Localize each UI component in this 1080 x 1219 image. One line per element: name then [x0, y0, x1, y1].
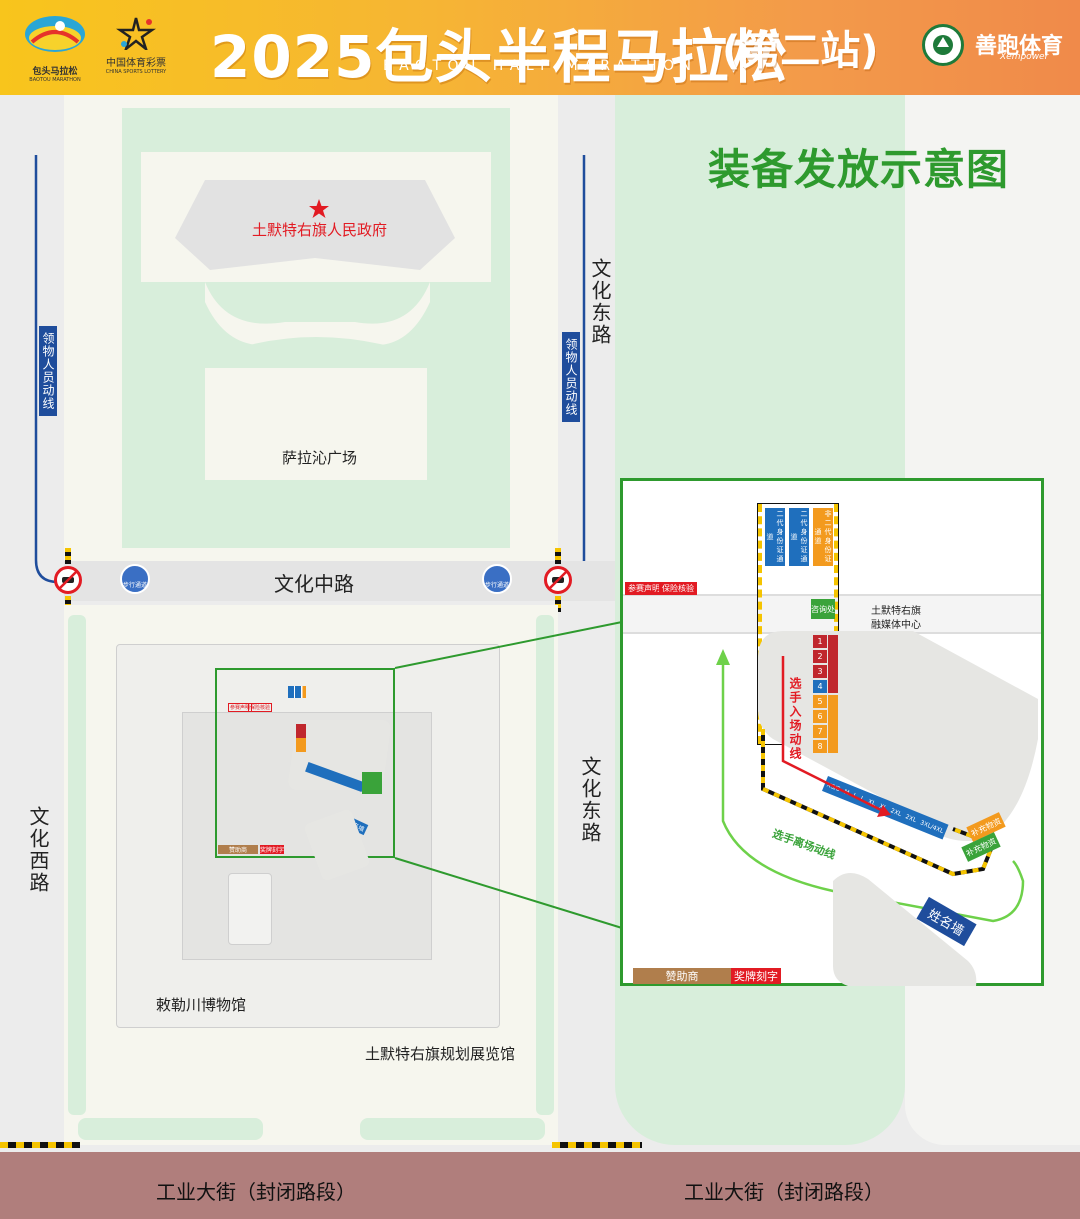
- barrier: [555, 596, 561, 612]
- stall-2: 2: [813, 650, 827, 663]
- footer-road-right: 工业大街（封闭路段）: [684, 1180, 884, 1204]
- stall-side-orange: [828, 695, 838, 753]
- stall-8: 8: [813, 740, 827, 753]
- lane-enclosure: [757, 503, 839, 745]
- wenhua-east-label-upper: 文化东路: [588, 258, 612, 346]
- route-sign-right: 领物人员动线: [562, 332, 580, 422]
- lottery-sub: CHINA SPORTS LOTTERY: [105, 69, 167, 75]
- museum-green-right: [536, 615, 554, 1115]
- entry-route-arrow: [781, 656, 891, 817]
- government-star-icon: [309, 199, 329, 218]
- stall-5: 5: [813, 695, 827, 708]
- inset-lower-building: [833, 872, 977, 986]
- exhibition-label: 土默特右旗规划展览馆: [365, 1045, 516, 1063]
- stall-6: 6: [813, 710, 827, 723]
- walk-pin-right: [482, 564, 512, 594]
- inset-tag-2: 保险核验: [659, 582, 697, 595]
- wenhua-west-label: 文化西路: [26, 806, 50, 894]
- baotou-marathon-logo: 包头马拉松 BAOTOU MARATHON: [20, 12, 90, 83]
- walk-pin-left: [120, 564, 150, 594]
- plaza-court: [205, 368, 427, 480]
- mini-engrave: 奖牌刻字: [260, 845, 285, 854]
- no-car-icon: [54, 566, 82, 594]
- footer-road-left: 工业大街（封闭路段）: [156, 1180, 356, 1204]
- mini-layout-box: [215, 668, 395, 858]
- stall-side-red: [828, 635, 838, 693]
- partner-logo: 善跑体育: [975, 34, 1064, 59]
- footer-barrier-right: [552, 1142, 642, 1148]
- barrier: [65, 596, 71, 612]
- museum-green-bottom-left: [78, 1118, 263, 1140]
- consult-desk: 咨询处: [811, 599, 835, 619]
- stall-1: 1: [813, 635, 827, 648]
- lane-2: 二代身份证通道: [789, 508, 809, 566]
- walk-pin-right-label: 步行通道: [485, 582, 510, 589]
- mini-lanes: [288, 686, 306, 698]
- partner-emblem-icon: [922, 24, 964, 66]
- baotou-logo-sub: BAOTOU MARATHON: [29, 77, 81, 83]
- lottery-label: 中国体育彩票: [106, 58, 166, 69]
- wenhua-east-label-lower: 文化东路: [578, 756, 602, 844]
- mini-sponsor: 赞助商: [218, 845, 258, 854]
- footer-road: [0, 1152, 1080, 1219]
- stall-3: 3: [813, 665, 827, 678]
- exit-route-arrow: [716, 649, 1025, 923]
- museum-green-left: [68, 615, 86, 1115]
- inset-detail: 参赛声明 保险核验 二代身份证通道 二代身份证通道 非二代身份证通道 咨询处 土…: [620, 478, 1044, 986]
- route-sign-left: 领物人员动线: [39, 326, 57, 416]
- plaza-terrace: [205, 282, 430, 352]
- wenhua-middle-label: 文化中路: [274, 572, 354, 596]
- museum-label: 敕勒川博物馆: [156, 996, 247, 1014]
- stall-7: 7: [813, 725, 827, 738]
- government-building: [175, 180, 455, 270]
- government-label: 土默特右旗人民政府: [252, 221, 388, 239]
- museum-annex: [228, 873, 272, 945]
- stall-4: 4: [813, 680, 827, 693]
- entry-route-label: 选手入场动线: [788, 677, 802, 761]
- mini-stalls: [296, 724, 306, 752]
- barrier: [555, 548, 561, 564]
- media-center-2: 融媒体中心: [871, 620, 921, 631]
- sports-lottery-logo: 中国体育彩票 CHINA SPORTS LOTTERY: [100, 16, 172, 76]
- barrier: [65, 548, 71, 564]
- media-center-1: 土默特右旗: [871, 606, 921, 617]
- partner-logo-sub: Xempower: [1000, 52, 1049, 62]
- lottery-star-icon: [116, 17, 156, 53]
- map-heading: 装备发放示意图: [708, 145, 1010, 194]
- header-banner: [0, 0, 1080, 95]
- sponsor-area: 赞助商: [633, 968, 731, 984]
- mini-tag-1: 参赛声明: [228, 703, 253, 712]
- mini-finisher: [362, 772, 382, 794]
- mini-tag-2: 保险核验: [248, 703, 273, 712]
- event-stage: (第二站): [722, 28, 879, 74]
- plaza-label: 萨拉沁广场: [282, 449, 358, 467]
- museum-green-bottom-right: [360, 1118, 545, 1140]
- event-title-en: BAOTOU HALF MARATHON: [383, 58, 698, 74]
- footer-barrier-left: [0, 1142, 80, 1148]
- no-car-icon: [544, 566, 572, 594]
- event-title: 2025包头半程马拉松: [210, 23, 789, 91]
- walk-pin-left-label: 步行通道: [123, 582, 148, 589]
- lane-1: 二代身份证通道: [765, 508, 785, 566]
- wenhua-middle-road: [64, 561, 615, 601]
- baotou-logo-label: 包头马拉松: [32, 67, 78, 77]
- inset-tag-1: 参赛声明: [625, 582, 663, 595]
- engrave-area: 奖牌刻字: [731, 968, 781, 984]
- lane-3: 非二代身份证通道: [813, 508, 833, 566]
